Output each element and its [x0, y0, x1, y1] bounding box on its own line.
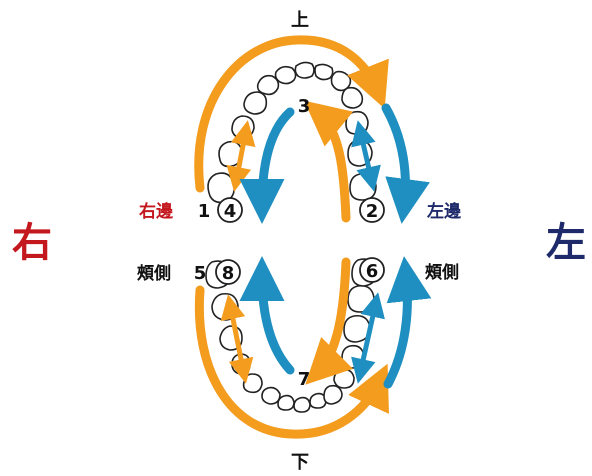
number-2: 2 — [366, 201, 379, 222]
arrow-upper-outer-right — [381, 103, 430, 224]
lower-tooth — [323, 384, 343, 405]
arrow-double-upper-left — [226, 120, 256, 192]
circle-8 — [215, 259, 241, 285]
label-top: 上 — [291, 10, 309, 31]
arrow-lower-outer-right — [383, 256, 432, 389]
label-left-side: 左 — [546, 220, 586, 266]
numbers: 1 4 2 3 5 8 6 7 — [194, 96, 379, 390]
lower-tooth — [261, 386, 281, 405]
arrow-upper-inner-right — [304, 100, 354, 223]
circle-2 — [359, 197, 385, 223]
arrow-double-lower-right — [351, 292, 385, 384]
orange-arrows — [194, 35, 389, 439]
upper-tooth — [345, 110, 369, 135]
blue-double-arrows — [351, 120, 385, 384]
number-6: 6 — [366, 261, 379, 282]
arrow-double-lower-left — [220, 294, 254, 384]
upper-tooth — [274, 65, 297, 85]
arrow-lower-inner-right — [305, 257, 353, 385]
upper-tooth — [341, 86, 364, 109]
lower-tooth — [277, 394, 295, 411]
label-right-edge: 右邊 — [139, 201, 174, 222]
number-circles — [215, 197, 385, 285]
label-bottom: 下 — [291, 452, 309, 473]
lower-tooth — [333, 368, 355, 389]
upper-tooth — [314, 63, 334, 81]
arrow-double-upper-right — [351, 120, 381, 192]
number-8: 8 — [222, 263, 235, 284]
upper-teeth — [207, 61, 377, 204]
arrow-upper-inner-left — [239, 107, 295, 224]
upper-tooth — [256, 74, 280, 96]
number-3: 3 — [298, 96, 311, 117]
upper-tooth — [243, 91, 268, 115]
label-cheek-right: 頰側 — [137, 263, 171, 284]
orange-double-arrows — [220, 120, 256, 384]
label-right-side: 右 — [12, 220, 52, 266]
number-7: 7 — [298, 369, 311, 390]
upper-tooth — [294, 61, 315, 79]
arrow-upper-outer — [194, 35, 389, 193]
circle-4 — [217, 197, 243, 223]
number-5: 5 — [194, 263, 207, 284]
number-4: 4 — [224, 201, 237, 222]
label-left-edge: 左邊 — [427, 201, 462, 222]
blue-arrows — [239, 103, 432, 389]
label-cheek-left: 頰側 — [425, 262, 459, 283]
lower-tooth — [293, 396, 311, 413]
number-1: 1 — [198, 201, 211, 222]
lower-tooth — [347, 284, 375, 313]
lower-tooth — [242, 373, 263, 394]
arrow-lower-outer — [194, 285, 389, 439]
arrow-lower-inner-left — [239, 256, 295, 375]
circle-6 — [359, 257, 385, 283]
